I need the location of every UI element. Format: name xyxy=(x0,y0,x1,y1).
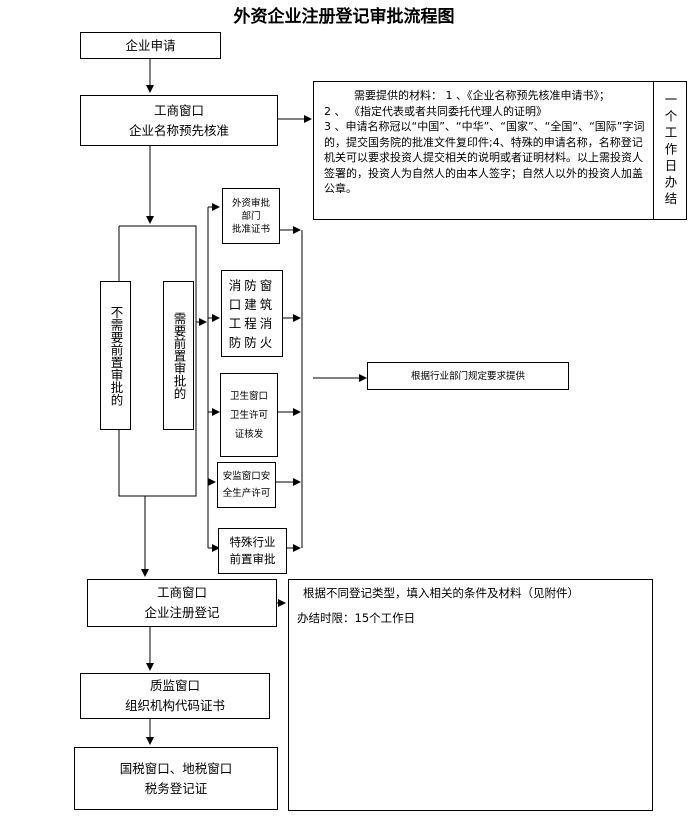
register-note-line1: 根据不同登记类型，填入相关的条件及材料（见附件） xyxy=(303,586,579,600)
tax-line2: 税务登记证 xyxy=(144,780,208,796)
materials-p2: 2 、 《指定代表或者共同委托代理人的证明》 xyxy=(324,104,547,118)
apply-box: 企业申请 xyxy=(80,32,221,59)
health-approval-box: 卫生窗口 卫生许可 证核发 xyxy=(220,373,278,457)
quality-line2: 组织机构代码证书 xyxy=(124,698,225,713)
fire-l2: 口建筑 xyxy=(228,296,276,312)
page-title: 外资企业注册登记审批流程图 xyxy=(233,7,455,27)
prereq-label: 需要前置审批的 xyxy=(171,311,187,400)
foreign-l3: 批准证书 xyxy=(231,223,270,235)
industry-note-box: 根据行业部门规定要求提供 xyxy=(367,362,569,390)
fire-approval-box: 消防窗 口建筑 工程消 防防火 xyxy=(221,270,283,357)
register-note: 根据不同登记类型，填入相关的条件及材料（见附件） 办结时限：15个工作日 xyxy=(288,579,653,811)
register-box: 工商窗口 企业注册登记 xyxy=(87,579,277,627)
health-l2: 卫生许可 xyxy=(229,409,268,421)
name-check-line2: 企业名称预先核准 xyxy=(128,122,229,138)
safety-l2: 全生产许可 xyxy=(222,488,271,499)
quality-line1: 质监窗口 xyxy=(149,678,200,693)
special-l1: 特殊行业 xyxy=(229,535,276,549)
apply-label: 企业申请 xyxy=(125,37,176,53)
safety-l1: 安监窗口安 xyxy=(222,471,271,482)
foreign-l1: 外资审批 xyxy=(231,197,270,209)
industry-note: 根据行业部门规定要求提供 xyxy=(410,370,525,382)
no-prereq-box: 不需要前置审批的 xyxy=(100,281,131,430)
name-check-line1: 工商窗口 xyxy=(153,102,204,118)
special-l2: 前置审批 xyxy=(229,552,276,566)
health-l3: 证核发 xyxy=(234,428,264,440)
materials-p1: 需要提供的材料： 1 、《企业名称预先核准申请书》； xyxy=(354,89,610,102)
register-note-line2: 办结时限：15个工作日 xyxy=(297,611,416,625)
special-approval-box: 特殊行业 前置审批 xyxy=(218,528,287,574)
fire-l1: 消防窗 xyxy=(228,277,276,293)
fire-l4: 防防火 xyxy=(228,334,276,350)
prereq-box: 需要前置审批的 xyxy=(163,281,194,430)
deadline-note: 一个工作日办结 xyxy=(653,81,687,220)
no-prereq-label: 不需要前置审批的 xyxy=(108,305,124,406)
safety-approval-box: 安监窗口安 全生产许可 xyxy=(217,462,276,508)
foreign-approval-box: 外资审批 部门 批准证书 xyxy=(222,188,280,244)
tax-box: 国税窗口、地税窗口 税务登记证 xyxy=(74,747,278,810)
foreign-l2: 部门 xyxy=(241,210,261,222)
health-l1: 卫生窗口 xyxy=(229,390,268,402)
materials-note: 需要提供的材料： 1 、《企业名称预先核准申请书》； 2 、 《指定代表或者共同… xyxy=(313,81,654,220)
materials-p3: 3 、申请名称冠以“中国”、“中华”、“国家”、“全国”、“国际”字词的，提交国… xyxy=(324,120,645,195)
quality-box: 质监窗口 组织机构代码证书 xyxy=(80,673,270,719)
name-check-box: 工商窗口 企业名称预先核准 xyxy=(80,95,278,146)
register-line1: 工商窗口 xyxy=(156,585,207,600)
fire-l3: 工程消 xyxy=(228,315,276,331)
register-line2: 企业注册登记 xyxy=(144,605,220,620)
tax-line1: 国税窗口、地税窗口 xyxy=(119,760,233,776)
deadline-text: 一个工作日办结 xyxy=(662,92,678,209)
